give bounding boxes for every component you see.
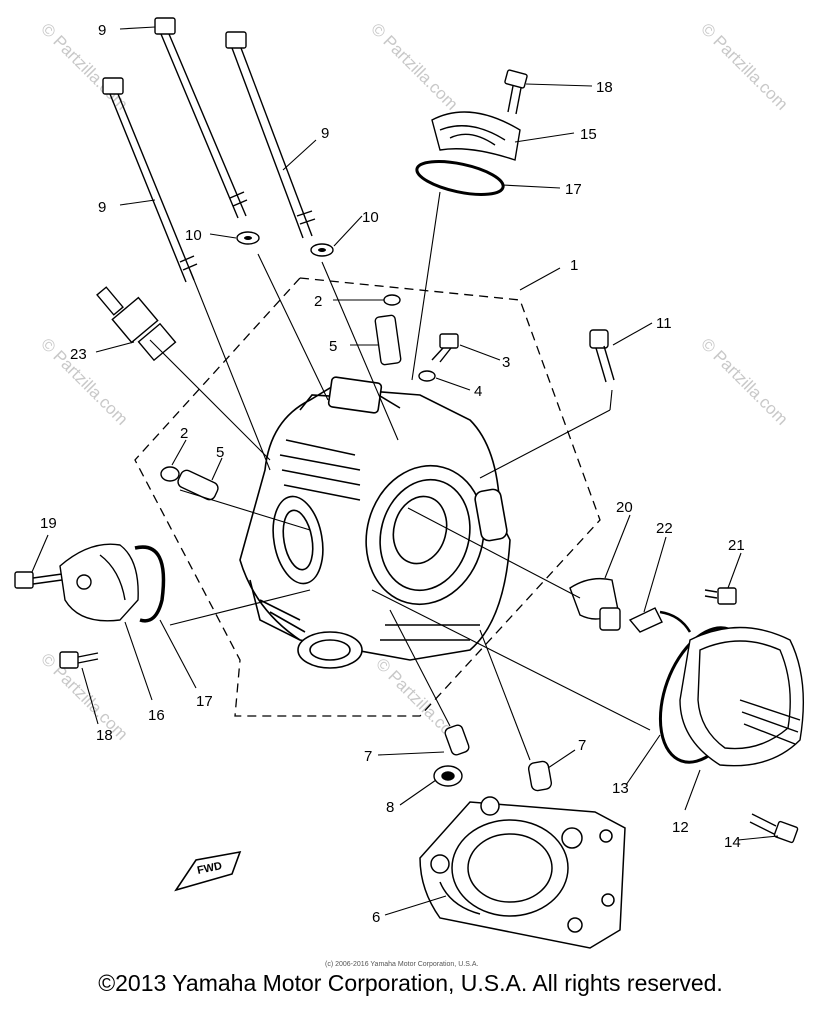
cylinder-head-bolts [102, 17, 316, 283]
watermark: © Partzilla.com [697, 334, 791, 428]
guide-parts [569, 577, 692, 633]
callout-label: 7 [578, 737, 586, 754]
callout-label: 12 [672, 819, 689, 836]
callout-label: 18 [596, 79, 613, 96]
callout-label: 17 [565, 181, 582, 198]
assembly-outline [134, 277, 601, 717]
callout-label: 1 [570, 257, 578, 274]
small-copyright-notice: (c) 2006-2016 Yamaha Motor Corporation, … [325, 961, 478, 968]
watermark: © Partzilla.com [697, 19, 791, 113]
washer [244, 236, 252, 240]
watermark: © Partzilla.com [37, 19, 131, 113]
copyright-footer: ©2013 Yamaha Motor Corporation, U.S.A. A… [98, 970, 723, 996]
callout-label: 4 [474, 383, 482, 400]
spark-plug [96, 286, 177, 362]
callout-label: 21 [728, 537, 745, 554]
callouts: 9 9 9 10 10 18 15 17 1 2 5 3 4 11 23 2 5… [40, 22, 745, 926]
callout-label: 11 [656, 315, 672, 332]
small-parts [160, 294, 615, 501]
callout-label: 2 [314, 293, 322, 310]
cylinder-head [239, 376, 511, 669]
fwd-label: FWD [196, 860, 223, 877]
callout-label: 9 [321, 125, 329, 142]
callout-label: 17 [196, 693, 213, 710]
callout-label: 6 [372, 909, 380, 926]
head-gasket [419, 796, 626, 949]
callout-label: 2 [180, 425, 188, 442]
callout-label: 10 [185, 227, 202, 244]
callout-label: 10 [362, 209, 379, 226]
callout-label: 13 [612, 780, 629, 797]
tappet-cover-top [415, 69, 528, 196]
watermark: © Partzilla.com [367, 19, 461, 113]
callout-label: 19 [40, 515, 57, 532]
callout-label: 5 [216, 444, 224, 461]
callout-label: 23 [70, 346, 87, 363]
tappet-cover-left [14, 543, 166, 669]
callout-label: 8 [386, 799, 394, 816]
callout-label: 14 [724, 834, 741, 851]
leader-lines [31, 26, 779, 916]
tappet-cover-right [658, 587, 805, 844]
callout-label: 16 [148, 707, 165, 724]
callout-label: 15 [580, 126, 597, 143]
callout-label: 22 [656, 520, 673, 537]
washer [318, 248, 326, 252]
callout-label: 7 [364, 748, 372, 765]
callout-label: 5 [329, 338, 337, 355]
watermark: © Partzilla.com [37, 649, 131, 743]
callout-label: 9 [98, 199, 106, 216]
callout-label: 3 [502, 354, 510, 371]
callout-label: 9 [98, 22, 106, 39]
dowels [433, 724, 553, 792]
callout-label: 20 [616, 499, 633, 516]
callout-label: 18 [96, 727, 113, 744]
fwd-arrow: FWD [174, 850, 242, 892]
